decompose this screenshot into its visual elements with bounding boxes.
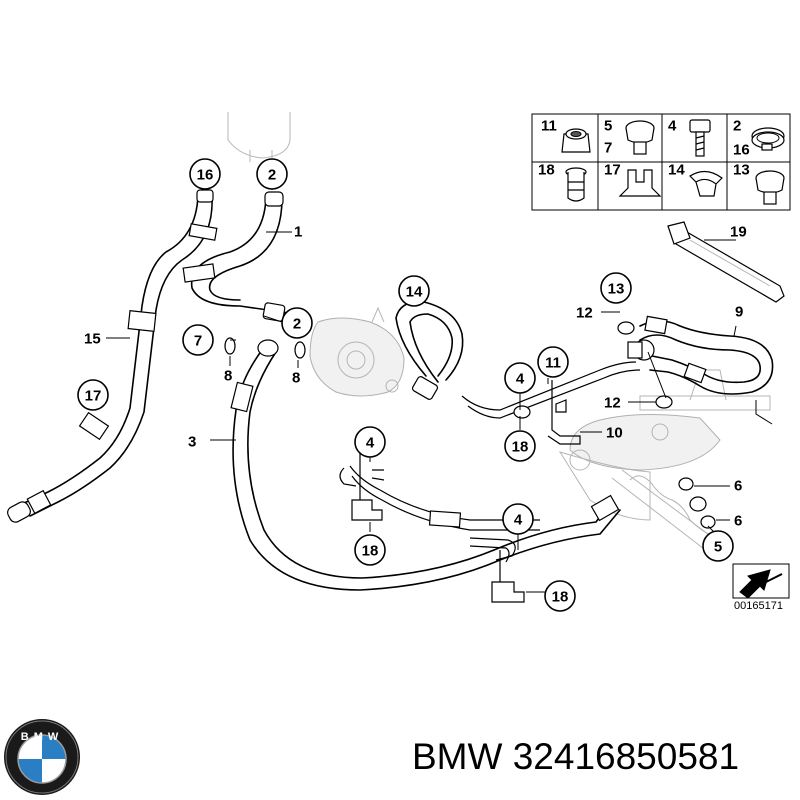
pressure-pipe <box>339 450 540 603</box>
logo-lettering: BMW <box>21 731 64 743</box>
label-8-left: 8 <box>224 368 232 385</box>
label-12-lower: 12 <box>604 395 621 412</box>
callout-17: 17 <box>77 379 109 411</box>
label-3: 3 <box>188 434 196 451</box>
callout-5: 5 <box>702 530 734 562</box>
callout-4-left: 4 <box>354 426 386 458</box>
label-1: 1 <box>294 224 302 241</box>
callout-13: 13 <box>600 272 632 304</box>
suction-hose-1 <box>182 191 297 322</box>
reference-code: 00165171 <box>734 600 783 612</box>
callout-label: 4 <box>514 512 523 529</box>
banjo-bolt-icon <box>625 120 655 155</box>
hose-14 <box>395 301 464 400</box>
grid-label-6-top: 14 <box>668 162 685 179</box>
part-number: 32416850581 <box>512 736 740 777</box>
callout-4-lower: 4 <box>502 503 534 535</box>
hollow-bolt-icon <box>755 170 785 205</box>
callout-2-top: 2 <box>256 158 288 190</box>
boundary-lines <box>647 351 773 425</box>
callout-label: 14 <box>406 284 423 301</box>
callout-label: 4 <box>366 435 375 452</box>
callout-label: 13 <box>608 281 625 298</box>
callout-label: 18 <box>362 543 379 560</box>
callout-18-upper: 18 <box>504 430 536 462</box>
steering-rack <box>558 369 771 553</box>
grid-label-5-top: 17 <box>604 162 621 179</box>
callout-label: 4 <box>516 371 525 388</box>
grid-label-7-top: 13 <box>733 162 750 179</box>
callout-11: 11 <box>537 346 569 378</box>
label-19: 19 <box>730 224 747 241</box>
grid-label-4-top: 18 <box>538 162 555 179</box>
callout-16: 16 <box>189 158 221 190</box>
label-8-right: 8 <box>292 370 300 387</box>
label-9: 9 <box>735 304 743 321</box>
washers <box>224 321 716 529</box>
bolt-icon <box>689 119 711 157</box>
grid-label-0-top: 11 <box>541 118 557 135</box>
callout-7: 7 <box>182 324 214 356</box>
parts-grid: 11 5 7 4 2 16 18 17 14 13 <box>531 113 791 211</box>
bmw-logo: BMW <box>4 719 80 795</box>
label-6-upper: 6 <box>734 478 742 495</box>
nut-icon <box>561 128 591 153</box>
callout-label: 11 <box>545 355 561 372</box>
brand-part-number-caption: BMW 32416850581 <box>412 736 739 778</box>
bracket-10-11 <box>547 380 581 445</box>
callout-label: 18 <box>512 439 529 456</box>
callout-2-mid: 2 <box>281 307 313 339</box>
callout-14: 14 <box>398 275 430 307</box>
callout-label: 16 <box>197 167 214 184</box>
grid-label-1-bottom: 7 <box>604 140 612 157</box>
steering-pump <box>309 306 405 397</box>
clip-icon <box>618 169 662 197</box>
view-direction-marker <box>732 563 790 599</box>
label-10: 10 <box>606 425 623 442</box>
callout-label: 7 <box>194 333 202 350</box>
brand-name: BMW <box>412 736 503 777</box>
rivet-nut-icon <box>565 167 587 202</box>
callout-label: 18 <box>552 589 569 606</box>
grid-label-1-top: 5 <box>604 118 612 135</box>
return-hose-15-17 <box>7 189 218 523</box>
label-6-lower: 6 <box>734 513 742 530</box>
label-12-upper: 12 <box>576 305 593 322</box>
grid-label-3-top: 2 <box>733 118 741 135</box>
callout-18-left: 18 <box>354 534 386 566</box>
callout-4-upper: 4 <box>504 362 536 394</box>
callout-18-lower: 18 <box>544 580 576 612</box>
callout-label: 5 <box>714 539 722 556</box>
label-15: 15 <box>84 331 101 348</box>
pressure-hose-3 <box>230 339 621 591</box>
callout-label: 2 <box>268 167 276 184</box>
reservoir <box>227 112 291 162</box>
hose-clamp-icon <box>751 127 785 151</box>
cable-tie-19 <box>667 221 785 303</box>
callout-label: 2 <box>293 316 301 333</box>
grid-label-3-bottom: 16 <box>733 142 750 159</box>
callout-label: 17 <box>85 388 102 405</box>
hose-holder-icon <box>689 170 723 197</box>
grid-label-2-top: 4 <box>668 118 677 135</box>
